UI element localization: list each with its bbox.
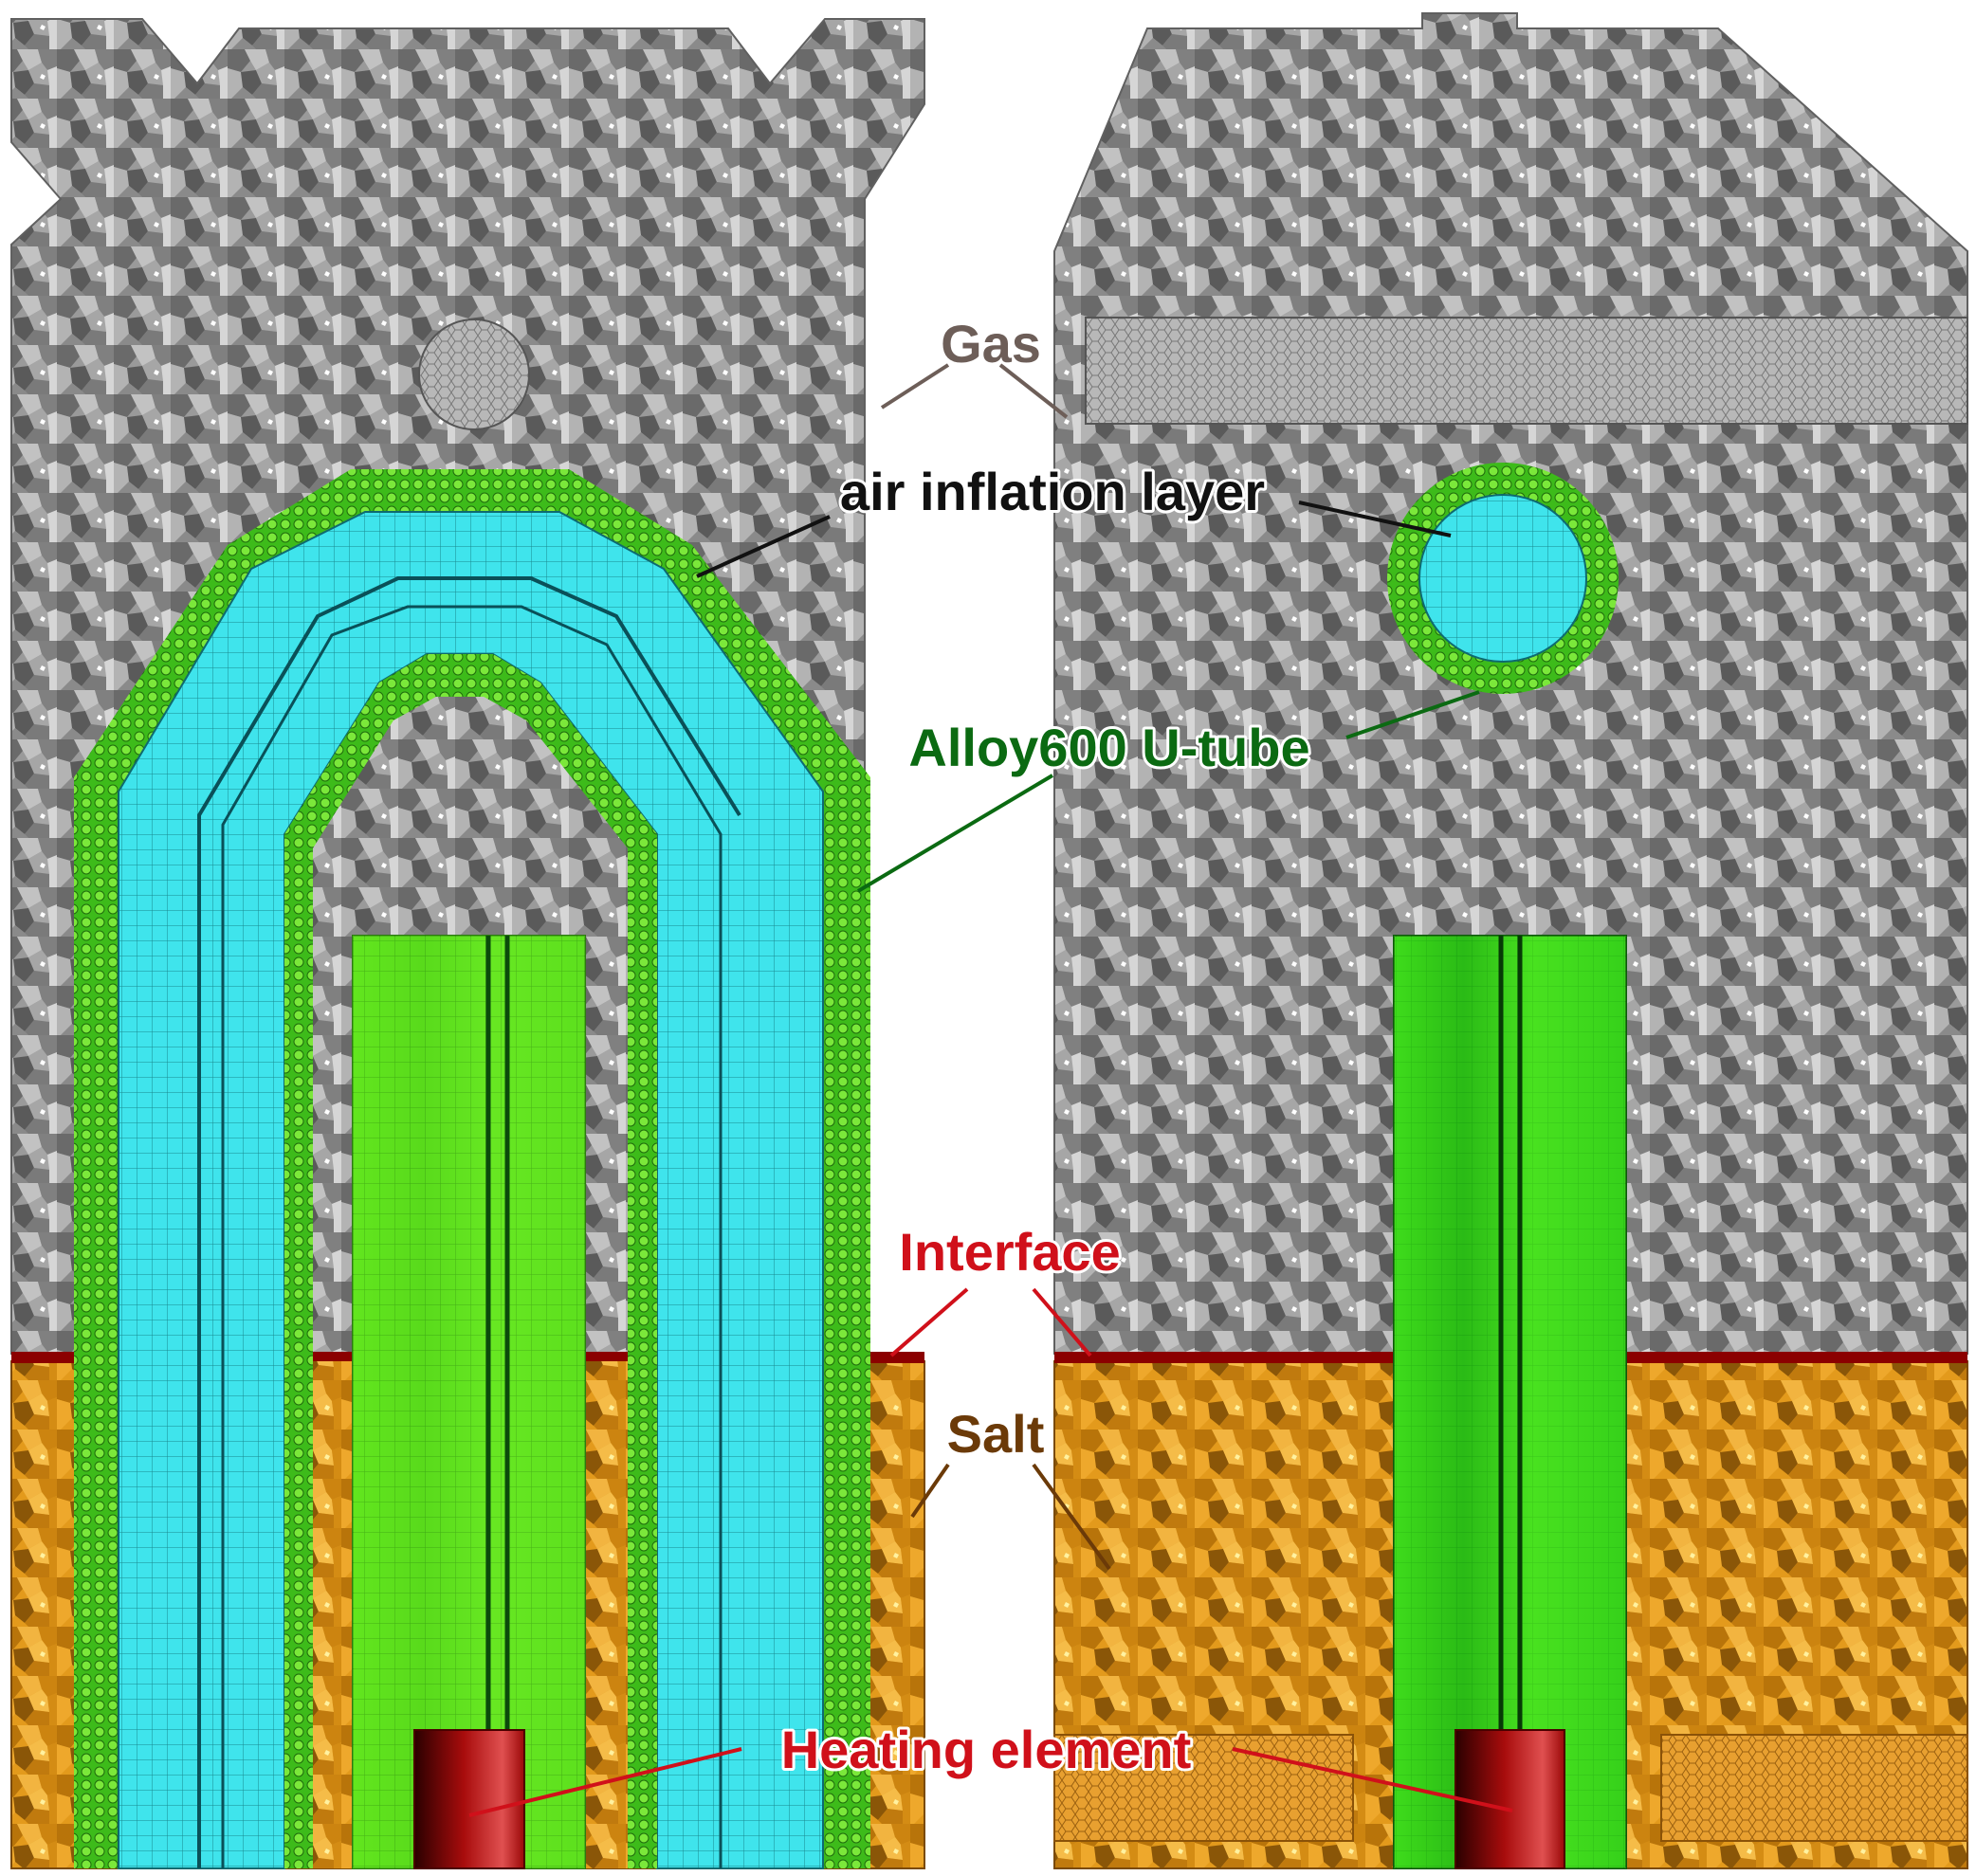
- left-air-layer-stripe-2: [221, 605, 723, 1868]
- right-air-layer-cross-section: [1418, 494, 1587, 663]
- right-salt-pipe-left: [1053, 1734, 1354, 1842]
- salt-leader-right: [1032, 1463, 1111, 1571]
- u-tube-leader-right: [1345, 690, 1480, 739]
- heating-element-label: Heating element: [781, 1720, 1192, 1779]
- u-tube-leader-left: [856, 774, 1054, 893]
- right-rod-grid: [1394, 936, 1626, 1868]
- right-panel-mesh: [1053, 12, 1968, 1869]
- right-gas-pipe: [1085, 317, 1968, 425]
- interface-label: Interface: [899, 1222, 1120, 1282]
- left-air-layer-stripe-1: [197, 576, 741, 1868]
- air-layer-leader-left: [696, 515, 831, 578]
- heater-leader-left: [468, 1747, 742, 1817]
- salt-label: Salt: [947, 1404, 1045, 1464]
- air-inflation-layer-label: air inflation layer: [840, 462, 1265, 521]
- left-panel-mesh: [10, 18, 925, 1869]
- right-heating-element: [1455, 1729, 1565, 1869]
- left-rod-grid: [353, 936, 585, 1868]
- gas-leader-left: [880, 363, 950, 410]
- salt-leader-left: [910, 1463, 950, 1519]
- air-layer-leader-right: [1298, 501, 1452, 537]
- leader-lines: [468, 363, 1513, 1817]
- left-heating-element: [413, 1729, 525, 1869]
- right-salt-pipe-right: [1660, 1734, 1968, 1842]
- heater-leader-right: [1232, 1747, 1513, 1812]
- labels: Gas air inflation layer Alloy600 U-tube …: [778, 311, 1313, 1782]
- interface-leader-right: [1032, 1287, 1092, 1357]
- left-u-tube-inner-wall: [284, 654, 657, 1868]
- interface-leader-left: [889, 1287, 969, 1357]
- left-gas-port-circle: [418, 319, 530, 430]
- u-tube-label: Alloy600 U-tube: [908, 718, 1309, 777]
- gas-label: Gas: [941, 314, 1041, 373]
- gas-leader-right: [998, 363, 1069, 419]
